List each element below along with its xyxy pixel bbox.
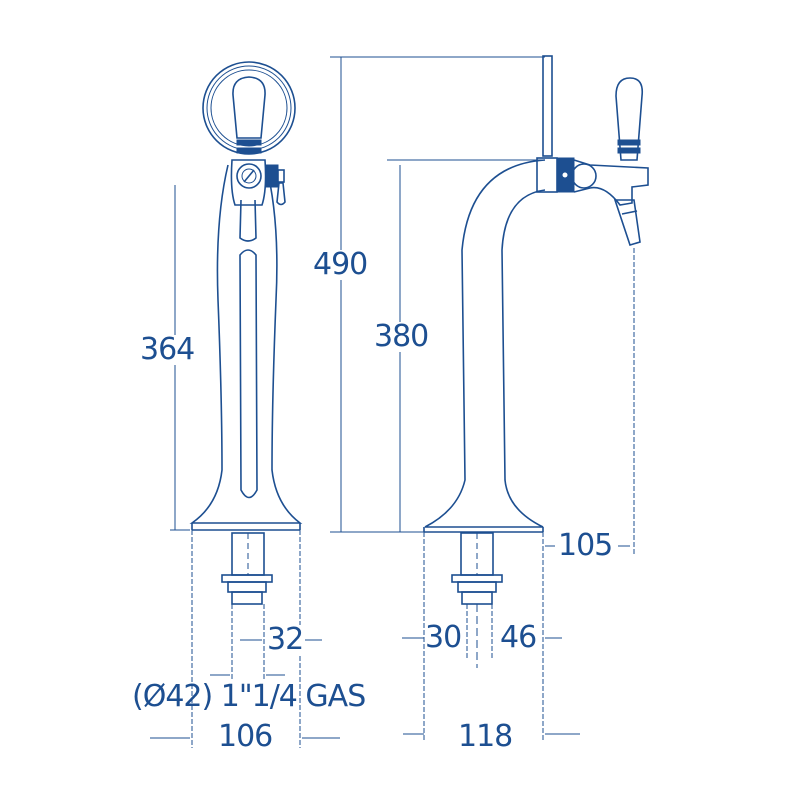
front-view-dimension-lines bbox=[150, 185, 340, 748]
thread-spec-label: (Ø42) 1"1/4 GAS bbox=[132, 679, 366, 714]
spout-height-label: 380 bbox=[374, 319, 429, 354]
front-shank-width-label: 32 bbox=[265, 622, 306, 657]
side-base-width-label: 118 bbox=[458, 719, 513, 754]
shank-offset-right-label: 46 bbox=[500, 620, 537, 655]
front-height-label: 364 bbox=[140, 332, 195, 367]
front-base-width-label: 106 bbox=[218, 719, 273, 754]
side-view-dimension-lines bbox=[330, 56, 635, 740]
total-height-label: 490 bbox=[313, 247, 368, 282]
front-view-tower bbox=[189, 61, 303, 605]
reach-label: 105 bbox=[558, 528, 613, 563]
shank-offset-left-label: 30 bbox=[425, 620, 462, 655]
side-view-tower bbox=[423, 55, 649, 605]
